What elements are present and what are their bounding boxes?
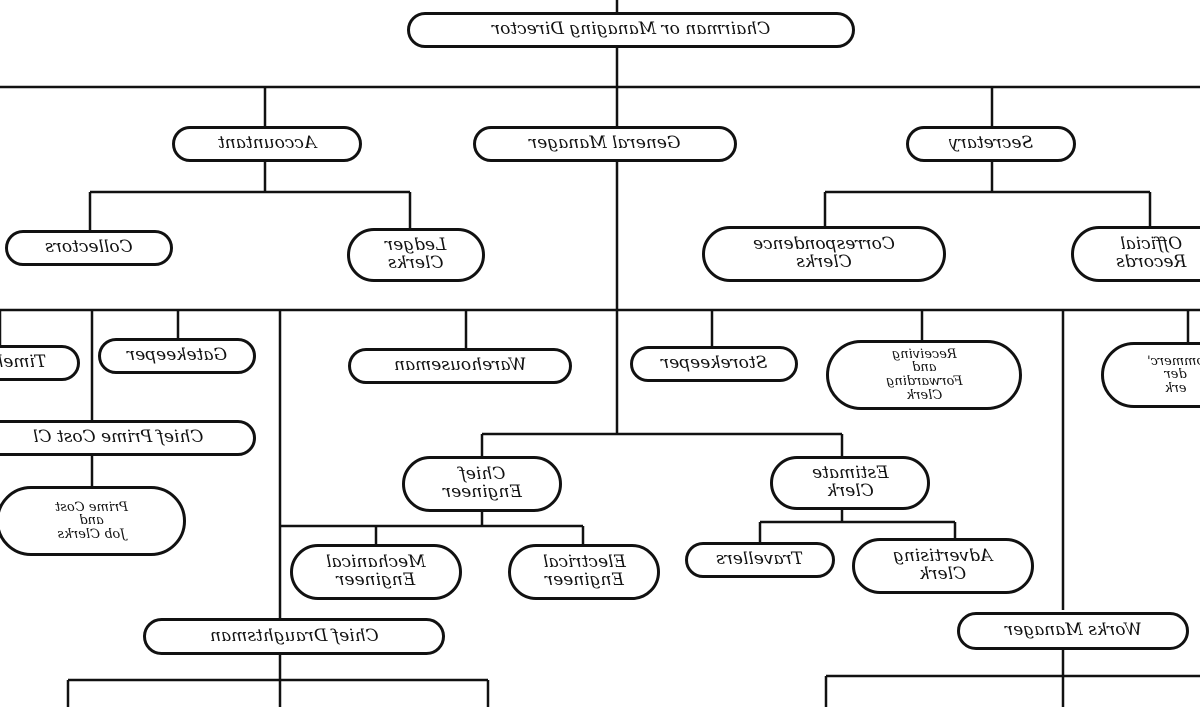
storekeeper-label: Storekeeper: [660, 353, 768, 374]
estimate-clerk-node: Estimate Clerk: [770, 456, 930, 510]
commercial-order-clerk-label: ommerc' der erk: [1147, 353, 1200, 396]
warehouseman-label: Warehouseman: [393, 355, 527, 376]
travellers-node: Travellers: [685, 542, 835, 578]
receiving-forwarding-clerk-label: Receiving and Forwarding Clerk: [885, 346, 963, 403]
commercial-order-clerk-node: ommerc' der erk: [1101, 342, 1200, 408]
travellers-label: Travellers: [716, 549, 804, 570]
collectors-node: Collectors: [5, 230, 173, 266]
ledger-clerks-node: Ledger Clerks: [347, 228, 485, 282]
secretary-node: Secretary: [906, 126, 1076, 162]
advertising-clerk-node: Advertising Clerk: [852, 538, 1034, 594]
estimate-clerk-label: Estimate Clerk: [811, 463, 889, 501]
prime-cost-job-clerks-label: Prime Cost and Job Clerks: [54, 499, 128, 542]
chief-engineer-label: Chief Engineer: [442, 464, 522, 502]
works-manager-node: Works Manager: [957, 612, 1189, 650]
correspondence-clerks-node: Correspondence Clerks: [702, 226, 946, 282]
electrical-engineer-node: Electrical Engineer: [508, 544, 660, 600]
advertising-clerk-label: Advertising Clerk: [893, 546, 993, 584]
correspondence-clerks-label: Correspondence Clerks: [753, 234, 895, 272]
electrical-engineer-label: Electrical Engineer: [542, 552, 626, 590]
mechanical-engineer-label: Mechanical Engineer: [326, 552, 426, 590]
accountant-label: Accountant: [217, 133, 317, 154]
chairman-label: Chairman or Managing Director: [491, 19, 771, 40]
works-manager-label: Works Manager: [1004, 620, 1142, 641]
chief-draughtsman-label: Chief Draughtsman: [209, 625, 379, 646]
timekeeper-node: Timek: [0, 345, 80, 381]
chief-engineer-node: Chief Engineer: [402, 456, 562, 512]
timekeeper-label: Timek: [0, 352, 47, 373]
chief-prime-cost-clerk-label: Chief Prime Cost Cl: [32, 427, 204, 448]
secretary-label: Secretary: [948, 133, 1034, 154]
gatekeeper-node: Gatekeeper: [98, 338, 256, 374]
general-manager-label: General Manager: [529, 133, 681, 154]
general-manager-node: General Manager: [473, 126, 737, 162]
official-records-node: Official Records: [1071, 226, 1200, 282]
storekeeper-node: Storekeeper: [630, 346, 798, 382]
collectors-label: Collectors: [45, 237, 133, 258]
receiving-forwarding-clerk-node: Receiving and Forwarding Clerk: [826, 340, 1022, 410]
accountant-node: Accountant: [172, 126, 362, 162]
ledger-clerks-label: Ledger Clerks: [385, 235, 447, 273]
chief-prime-cost-clerk-node: Chief Prime Cost Cl: [0, 420, 256, 456]
chairman-node: Chairman or Managing Director: [407, 12, 855, 48]
prime-cost-job-clerks-node: Prime Cost and Job Clerks: [0, 486, 186, 556]
official-records-label: Official Records: [1115, 234, 1187, 272]
warehouseman-node: Warehouseman: [348, 348, 572, 384]
gatekeeper-label: Gatekeeper: [126, 345, 228, 366]
mechanical-engineer-node: Mechanical Engineer: [290, 544, 462, 600]
chief-draughtsman-node: Chief Draughtsman: [143, 618, 445, 655]
